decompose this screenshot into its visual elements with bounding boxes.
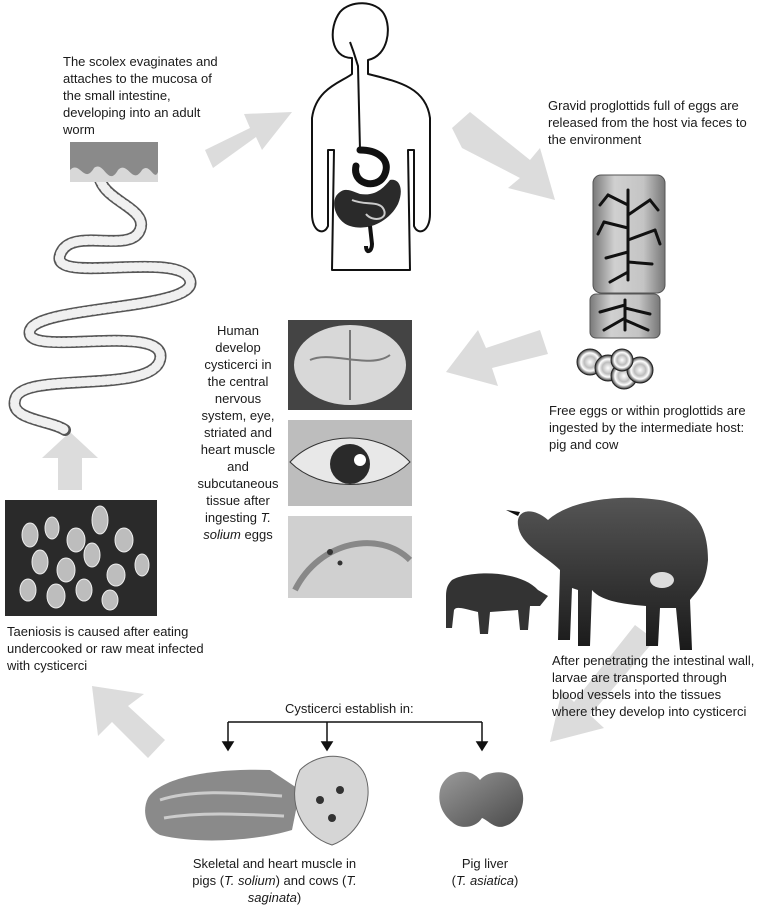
cow <box>506 497 708 650</box>
caption-human-text: Human develop cysticerci in the central … <box>197 323 279 525</box>
caption-gravid-proglottids: Gravid proglottids full of eggs are rele… <box>548 98 747 147</box>
digestive-tract <box>334 41 401 253</box>
caption-pig-liver: Pig liver (T. asiatica) <box>430 855 540 889</box>
branch-arrows <box>221 721 489 752</box>
pig <box>446 573 548 634</box>
caption-muscle-species-1: T. solium <box>224 873 276 888</box>
arrow-worm-to-human <box>205 112 292 168</box>
caption-establish: Cysticerci establish in: <box>285 701 414 716</box>
caption-liver-species: T. asiatica <box>455 873 515 888</box>
caption-muscle-part3: ) <box>296 890 302 905</box>
arrow-human-to-proglottid <box>452 112 555 200</box>
human-body <box>311 2 431 271</box>
arrow-taeniosis-to-worm <box>42 432 98 490</box>
gravid-proglottid <box>589 174 666 339</box>
caption-liver-label: Pig liver <box>461 856 509 871</box>
cycle-arrows <box>42 112 655 758</box>
caption-human-cysticerci: Human develop cysticerci in the central … <box>196 322 280 543</box>
muscle-meat-photo <box>145 769 300 841</box>
caption-free-eggs: Free eggs or within proglottids are inge… <box>549 403 746 452</box>
brain-photo <box>288 320 412 410</box>
caption-scolex: The scolex evaginates and attaches to th… <box>63 54 218 137</box>
caption-muscle-part1: Skeletal and heart muscle in pigs ( <box>192 856 357 888</box>
cysticerci-photo <box>5 500 157 616</box>
heart-photo <box>294 755 369 846</box>
caption-human-eggs: eggs <box>244 527 273 542</box>
arrow-proglottid-to-eggs <box>446 330 548 386</box>
eggs <box>576 348 654 390</box>
caption-human-species: T. solium <box>203 510 272 542</box>
intestinal-mucosa <box>70 142 158 182</box>
caption-penetrating: After penetrating the intestinal wall, l… <box>552 653 755 719</box>
skin-photo <box>288 516 413 598</box>
eye-photo <box>288 420 412 506</box>
arrow-organs-to-taeniosis <box>92 686 165 758</box>
caption-taeniosis: Taeniosis is caused after eating underco… <box>7 624 204 673</box>
pig-liver <box>439 771 524 827</box>
caption-muscle: Skeletal and heart muscle in pigs (T. so… <box>192 855 357 906</box>
caption-muscle-species-2: T. saginata <box>247 873 357 905</box>
adult-tapeworm <box>8 159 197 436</box>
caption-muscle-part2: ) and cows ( <box>275 873 347 888</box>
arrow-cattle-to-organs <box>550 625 655 742</box>
